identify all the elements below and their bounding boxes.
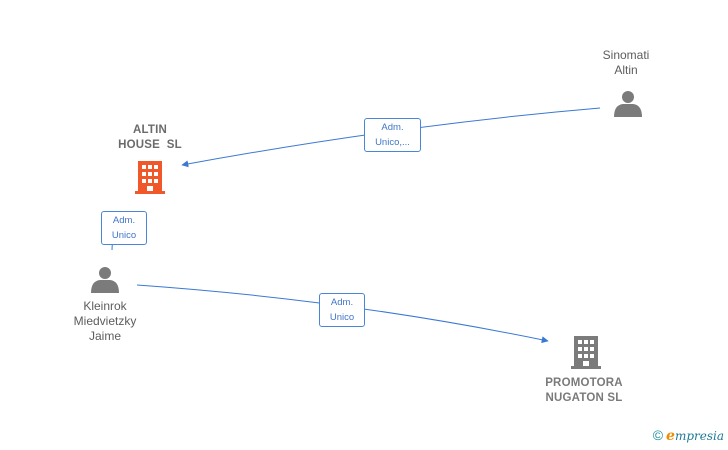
node-label-line: HOUSE SL: [118, 139, 182, 151]
edge-label-line: Unico: [111, 230, 137, 241]
building-icon[interactable]: [571, 336, 601, 369]
brand-initial: e: [666, 428, 675, 444]
edge-label-line: Unico: [329, 312, 355, 323]
edge-label-line: Adm.: [112, 215, 136, 226]
node-label-line: Altin: [614, 63, 638, 77]
edge-label-line: Adm.: [330, 297, 354, 308]
edge-label-kleinrok-altin[interactable]: Adm. Unico: [101, 211, 147, 245]
brand-name: mpresia: [674, 429, 724, 443]
node-label-kleinrok[interactable]: Kleinrok Miedvietzky Jaime: [55, 299, 155, 344]
node-label-line: Jaime: [88, 329, 121, 343]
person-icon[interactable]: [614, 91, 642, 117]
edge-label-sinomati-altin[interactable]: Adm. Unico,...: [364, 118, 421, 152]
edge-label-kleinrok-promotora[interactable]: Adm. Unico: [319, 293, 365, 327]
node-label-line: PROMOTORA: [545, 377, 623, 389]
node-label-line: Kleinrok: [83, 299, 127, 313]
node-label-line: NUGATON SL: [545, 392, 623, 404]
copyright-symbol: ©: [652, 427, 664, 443]
node-label-line: Miedvietzky: [73, 314, 137, 328]
node-label-line: Sinomati: [602, 48, 650, 62]
edge-label-line: Unico,...: [375, 137, 410, 148]
node-label-altin-house[interactable]: ALTIN HOUSE SL: [100, 123, 200, 153]
node-label-sinomati-altin[interactable]: Sinomati Altin: [586, 48, 666, 78]
edge-label-line: Adm.: [381, 122, 404, 133]
building-icon[interactable]: [135, 161, 165, 194]
node-label-promotora[interactable]: PROMOTORA NUGATON SL: [530, 376, 638, 406]
node-label-line: ALTIN: [132, 124, 167, 136]
person-icon[interactable]: [91, 267, 119, 293]
empresia-watermark[interactable]: ©empresia: [653, 427, 724, 444]
